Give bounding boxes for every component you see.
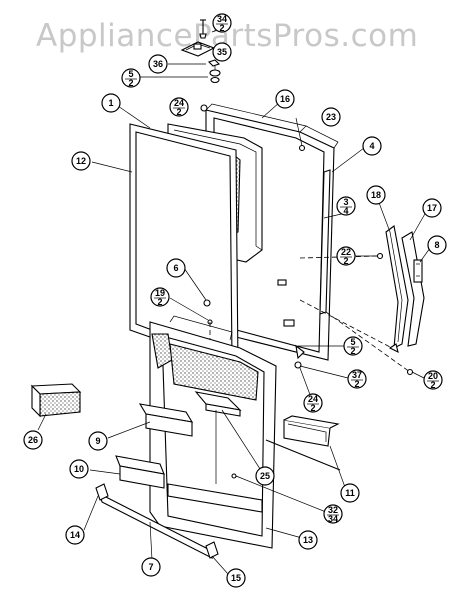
callout-9-label: 9 [95, 436, 100, 446]
callout-5a-den: 2 [128, 78, 133, 88]
callout-12: 12 [71, 151, 91, 171]
callout-19: 19 2 [150, 287, 170, 307]
callout-13: 13 [298, 530, 318, 550]
callout-6: 6 [166, 258, 186, 278]
callout-35: 35 [212, 42, 232, 62]
callout-7: 7 [141, 557, 161, 577]
callout-10-label: 10 [74, 464, 84, 474]
callout-22-den: 2 [343, 256, 348, 266]
callout-34: 34 2 [212, 13, 232, 33]
callout-19-den: 2 [157, 297, 162, 307]
callout-5b-den: 2 [350, 346, 355, 356]
callout-36: 36 [148, 54, 168, 74]
svg-text:2: 2 [219, 23, 224, 33]
callout-25-label: 25 [260, 471, 270, 481]
callout-20-num: 20 [428, 371, 438, 381]
kickplate-7 [95, 483, 219, 560]
callout-37-num: 37 [352, 370, 362, 380]
callout-16-label: 16 [280, 94, 290, 104]
lower-door-assembly [149, 315, 277, 549]
callout-23: 23 [321, 107, 341, 127]
callout-17: 17 [422, 198, 442, 218]
callout-24a-den: 2 [176, 107, 181, 117]
callout-1-label: 1 [108, 98, 113, 108]
callout-3: 3 4 [336, 196, 356, 216]
bin-26 [30, 383, 82, 418]
callout-24b-den: 2 [310, 403, 315, 413]
callout-36-label: 36 [153, 59, 163, 69]
callout-6-label: 6 [173, 263, 178, 273]
callout-15-label: 15 [231, 573, 241, 583]
callout-16: 16 [275, 89, 295, 109]
callout-22: 22 2 [336, 246, 356, 266]
callout-4: 4 [362, 136, 382, 156]
callout-8-label: 8 [434, 240, 439, 250]
callout-20: 20 2 [423, 370, 443, 390]
callout-20-den: 2 [430, 380, 435, 390]
callout-26-label: 26 [28, 435, 38, 445]
callout-5a: 5 2 [121, 68, 141, 88]
callout-15: 15 [226, 568, 246, 588]
upper-door-assembly [129, 103, 339, 369]
callout-5a-num: 5 [128, 69, 133, 79]
callout-19-num: 19 [155, 288, 165, 298]
callout-32-num: 32 [328, 505, 338, 515]
callout-32: 32 34 [323, 504, 343, 524]
callout-4-label: 4 [369, 141, 374, 151]
callout-32-den: 34 [328, 514, 338, 524]
callout-11: 11 [340, 483, 360, 503]
callout-34-num: 34 [217, 14, 227, 24]
callout-5b-num: 5 [350, 337, 355, 347]
callout-24b: 24 2 [303, 393, 323, 413]
callout-3-num: 3 [343, 197, 348, 207]
callout-22-num: 22 [341, 247, 351, 257]
callout-3-den: 4 [343, 206, 348, 216]
callout-7-label: 7 [148, 562, 153, 572]
callout-25: 25 [255, 466, 275, 486]
callout-12-label: 12 [76, 156, 86, 166]
callout-1: 1 [101, 93, 121, 113]
callout-37: 37 2 [347, 369, 367, 389]
callout-11-label: 11 [345, 488, 355, 498]
callout-5b: 5 2 [343, 336, 363, 356]
callout-26: 26 [23, 430, 43, 450]
callout-9: 9 [88, 431, 108, 451]
bracket-11 [265, 415, 341, 471]
callout-35-label: 35 [217, 47, 227, 57]
callout-8: 8 [427, 235, 447, 255]
callout-24b-num: 24 [308, 394, 318, 404]
callout-10: 10 [69, 459, 89, 479]
callout-37-den: 2 [354, 379, 359, 389]
callout-14-label: 14 [70, 530, 80, 540]
top-hinge-assembly [140, 19, 223, 84]
callout-23-label: 23 [326, 112, 336, 122]
callout-18-label: 18 [371, 190, 381, 200]
shelf-10 [115, 455, 165, 489]
callout-13-label: 13 [303, 535, 313, 545]
handle-assembly [376, 225, 425, 376]
callout-17-label: 17 [427, 203, 437, 213]
callout-14: 14 [65, 525, 85, 545]
callout-18: 18 [366, 185, 386, 205]
callout-24a-num: 24 [174, 98, 184, 108]
callout-24a: 24 2 [169, 97, 189, 117]
